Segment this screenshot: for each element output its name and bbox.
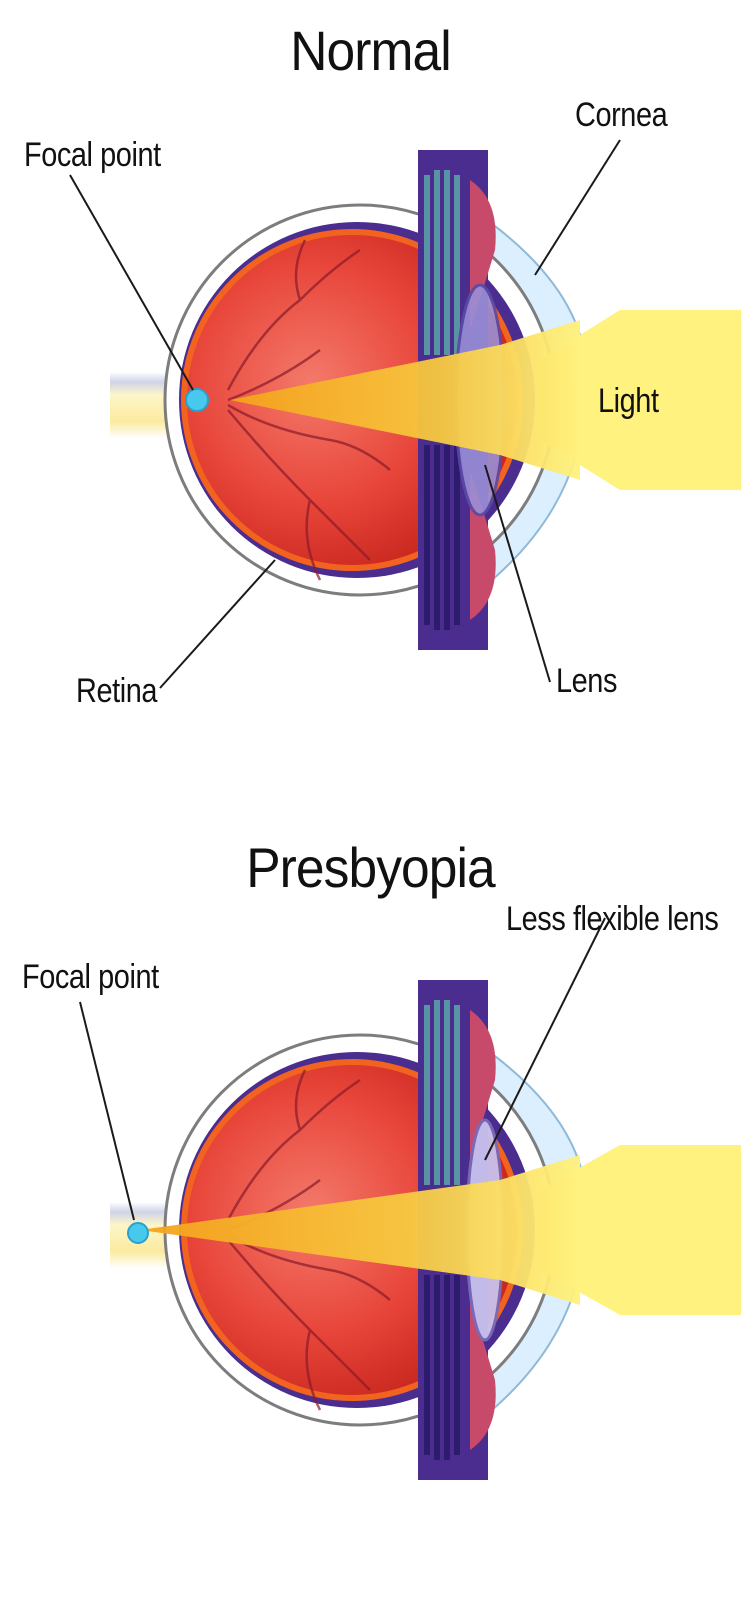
focal-point-marker bbox=[127, 1222, 149, 1244]
less-flexible-lens-leader bbox=[484, 917, 606, 1161]
cornea-label: Cornea bbox=[575, 96, 668, 134]
normal-focal-point-label: Focal point bbox=[24, 136, 161, 174]
presbyopia-eye-panel: Presbyopia Focal point Less flexible len… bbox=[0, 800, 741, 1597]
retinal-vessels bbox=[226, 1069, 391, 1411]
normal-eye-panel: Normal Focal point Cornea Light Retina L… bbox=[24, 19, 741, 710]
lens-leader bbox=[484, 464, 551, 683]
less-flexible-lens-label: Less flexible lens bbox=[506, 900, 719, 938]
presbyopia-title: Presbyopia bbox=[246, 836, 495, 899]
presbyopia-eye-diagram bbox=[79, 917, 741, 1480]
retina-leader bbox=[159, 559, 276, 689]
incoming-light bbox=[540, 310, 741, 490]
light-beam bbox=[140, 1155, 580, 1305]
normal-title: Normal bbox=[290, 19, 451, 82]
light-beam bbox=[230, 320, 580, 480]
light-label: Light bbox=[598, 382, 659, 420]
focal-point-leader bbox=[79, 1001, 135, 1221]
incoming-light bbox=[540, 1145, 741, 1315]
lens-label: Lens bbox=[556, 662, 617, 700]
focal-point-marker bbox=[185, 388, 209, 412]
focal-point-leader bbox=[69, 174, 194, 391]
cornea-leader bbox=[534, 139, 621, 276]
retinal-vessels bbox=[226, 239, 391, 581]
normal-eye-diagram bbox=[69, 139, 741, 689]
retina-label: Retina bbox=[76, 672, 157, 710]
presbyopia-focal-point-label: Focal point bbox=[22, 958, 159, 996]
